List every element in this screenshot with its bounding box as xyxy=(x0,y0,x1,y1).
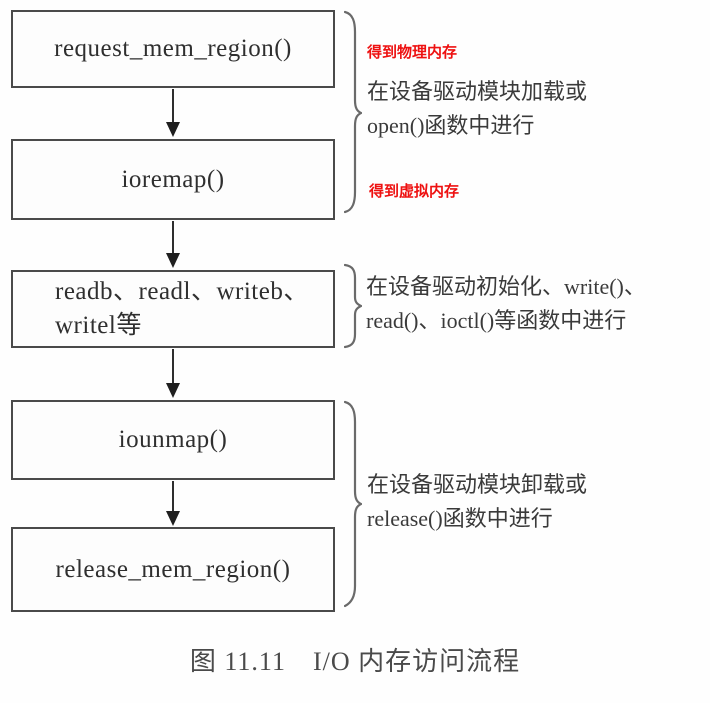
arrow-head xyxy=(166,253,180,268)
flow-box-label-line1: readb、readl、writeb、 xyxy=(55,278,309,305)
curly-brace-icon xyxy=(343,263,364,354)
arrow-head xyxy=(166,383,180,398)
annotation-line: open()函数中进行 xyxy=(367,113,535,138)
curly-brace-icon xyxy=(343,400,364,613)
annotation-get-physical-memory: 得到物理内存 xyxy=(367,44,458,61)
annotation-line: 在设备驱动模块卸载或 xyxy=(367,472,588,497)
annotation-group-unload: 在设备驱动模块卸载或 release()函数中进行 xyxy=(367,468,587,536)
flow-box-label: iounmap() xyxy=(118,426,228,453)
flow-box-label: request_mem_region() xyxy=(54,35,292,62)
flow-box-request-mem-region: request_mem_region() xyxy=(11,10,335,88)
flow-box-label: release_mem_region() xyxy=(55,555,291,583)
arrow-shaft xyxy=(172,481,174,512)
annotation-group-init: 在设备驱动初始化、write()、 read()、ioctl()等函数中进行 xyxy=(366,270,646,338)
annotation-group-load: 在设备驱动模块加载或 open()函数中进行 xyxy=(367,75,587,143)
flow-box-release-mem-region: release_mem_region() xyxy=(11,527,335,612)
curly-brace-icon xyxy=(343,10,364,219)
figure-caption: 图 11.11 I/O 内存访问流程 xyxy=(189,647,521,676)
flow-box-label: ioremap() xyxy=(121,165,225,193)
flow-box-ioremap: ioremap() xyxy=(11,139,335,220)
arrow-head xyxy=(166,122,180,137)
arrow-shaft xyxy=(172,221,174,254)
flow-box-label-line2: writel等 xyxy=(55,312,142,339)
arrow-shaft xyxy=(172,89,174,123)
arrow-shaft xyxy=(172,349,174,384)
flow-box-iounmap: iounmap() xyxy=(11,400,335,480)
annotation-line: read()、ioctl()等函数中进行 xyxy=(366,308,627,333)
flow-box-read-write-ops: readb、readl、writeb、 writel等 xyxy=(11,270,335,348)
annotation-line: release()函数中进行 xyxy=(367,506,553,531)
annotation-line: 在设备驱动初始化、write()、 xyxy=(366,274,646,299)
arrow-head xyxy=(166,511,180,526)
annotation-line: 在设备驱动模块加载或 xyxy=(367,79,588,104)
annotation-get-virtual-memory: 得到虚拟内存 xyxy=(369,183,460,200)
